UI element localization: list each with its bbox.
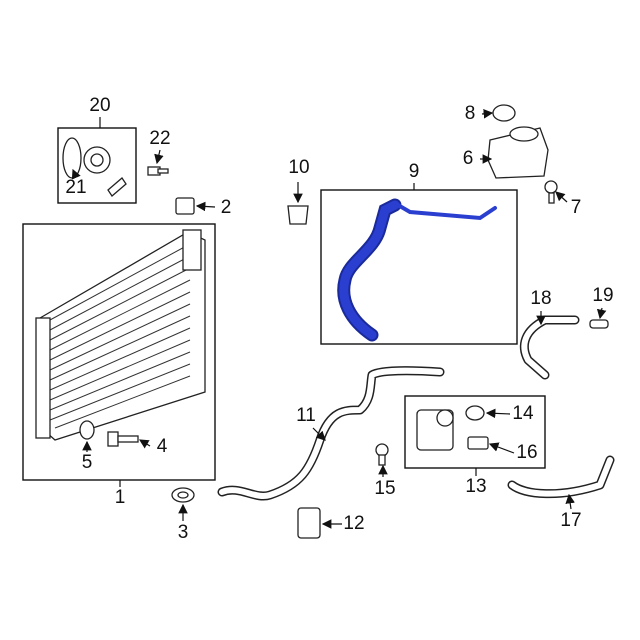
callout-11[interactable]: 11	[296, 405, 316, 426]
group-box-9	[320, 189, 518, 345]
sensor-16-part[interactable]	[467, 436, 489, 450]
callout-16[interactable]: 16	[516, 442, 537, 463]
callout-21[interactable]: 21	[65, 177, 86, 198]
leader-lines	[71, 109, 607, 529]
seal-14-part[interactable]	[465, 405, 485, 421]
callout-19[interactable]: 19	[592, 285, 613, 306]
bolt-7-part[interactable]	[544, 180, 558, 204]
hose-19-part[interactable]	[589, 319, 609, 329]
bracket-12-part[interactable]	[297, 507, 321, 539]
callout-15[interactable]: 15	[374, 478, 395, 499]
group-box-20	[57, 127, 137, 204]
hose-18-part[interactable]	[519, 315, 580, 380]
callout-22[interactable]: 22	[149, 128, 170, 149]
callout-5[interactable]: 5	[82, 452, 93, 473]
callout-13[interactable]: 13	[465, 476, 486, 497]
hose-9-highlighted-part[interactable]	[337, 198, 497, 342]
hose-11-part[interactable]	[217, 366, 445, 501]
callout-7[interactable]: 7	[571, 197, 582, 218]
callout-1[interactable]: 1	[115, 487, 126, 508]
thermostat-housing-part[interactable]	[62, 137, 127, 197]
callout-17[interactable]: 17	[560, 510, 581, 531]
callout-8[interactable]: 8	[465, 103, 476, 124]
clip-2-part[interactable]	[175, 197, 195, 215]
callout-9[interactable]: 9	[409, 161, 420, 182]
seal-5-part[interactable]	[79, 420, 95, 440]
hose-17-part[interactable]	[507, 455, 615, 499]
callout-3[interactable]: 3	[178, 522, 189, 543]
grommet-3-part[interactable]	[171, 487, 195, 503]
clamp-10-part[interactable]	[287, 205, 309, 225]
callout-14[interactable]: 14	[512, 403, 534, 424]
callout-4[interactable]: 4	[157, 436, 168, 457]
bolt-4-part[interactable]	[107, 431, 139, 447]
callout-6[interactable]: 6	[463, 148, 474, 169]
callout-2[interactable]: 2	[221, 197, 232, 218]
bolt-15-part[interactable]	[375, 443, 389, 466]
connector-13-part[interactable]	[416, 409, 454, 451]
group-box-1	[22, 223, 216, 481]
callout-12[interactable]: 12	[343, 513, 364, 534]
callout-18[interactable]: 18	[530, 288, 551, 309]
bolt-22-part[interactable]	[147, 166, 169, 176]
callout-10[interactable]: 10	[288, 157, 309, 178]
reservoir-6-part[interactable]	[487, 126, 549, 179]
cap-8-part[interactable]	[492, 104, 516, 122]
callout-20[interactable]: 20	[89, 95, 110, 116]
radiator-part[interactable]	[35, 229, 206, 441]
group-box-13	[404, 395, 546, 469]
